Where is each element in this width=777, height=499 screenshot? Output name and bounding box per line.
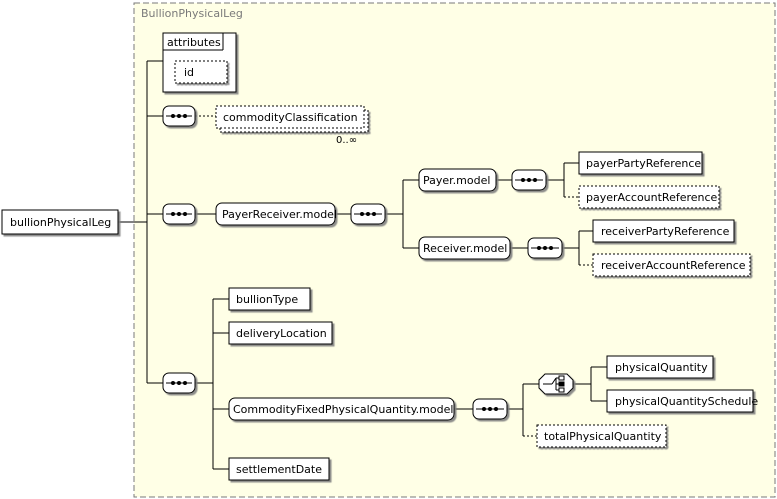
bullion-type-node[interactable]: bullionType	[228, 287, 311, 311]
commodity-fixed-physical-quantity-model-node[interactable]: CommodityFixedPhysicalQuantity.model	[228, 397, 455, 421]
receiver-party-reference-label: receiverPartyReference	[601, 225, 730, 238]
settlement-date-node[interactable]: settlementDate	[228, 457, 330, 481]
delivery-location-node[interactable]: deliveryLocation	[228, 321, 333, 345]
attribute-id-label: id	[184, 66, 194, 79]
physical-quantity-label: physicalQuantity	[615, 361, 708, 374]
payer-receiver-model-label: PayerReceiver.model	[222, 208, 337, 221]
choice-compositor[interactable]	[538, 373, 574, 395]
root-element-node[interactable]: bullionPhysicalLeg	[1, 209, 119, 235]
payer-party-reference-label: payerPartyReference	[586, 157, 701, 170]
physical-quantity-schedule-node[interactable]: physicalQuantitySchedule	[606, 389, 758, 413]
attributes-header: attributes	[167, 36, 221, 49]
commodity-classification-label: commodityClassification	[223, 111, 358, 124]
commodity-classification-cardinality: 0..∞	[336, 135, 357, 146]
sequence-compositor-2[interactable]	[162, 203, 196, 225]
receiver-model-label: Receiver.model	[423, 242, 507, 255]
connector-lines	[118, 60, 607, 470]
physical-quantity-node[interactable]: physicalQuantity	[606, 355, 714, 379]
sequence-compositor-3[interactable]	[162, 372, 196, 394]
sequence-compositor-payer-receiver[interactable]	[350, 203, 386, 225]
physical-quantity-schedule-label: physicalQuantitySchedule	[615, 395, 758, 408]
receiver-party-reference-node[interactable]: receiverPartyReference	[592, 219, 735, 243]
commodity-classification-node[interactable]: commodityClassification	[215, 105, 369, 133]
receiver-model-node[interactable]: Receiver.model	[418, 236, 511, 260]
payer-receiver-model-node[interactable]: PayerReceiver.model	[215, 202, 337, 226]
complex-type-label: BullionPhysicalLeg	[141, 7, 243, 20]
payer-party-reference-node[interactable]: payerPartyReference	[578, 151, 703, 175]
total-physical-quantity-node[interactable]: totalPhysicalQuantity	[536, 424, 667, 448]
sequence-compositor-quantity[interactable]	[472, 398, 508, 420]
receiver-account-reference-node[interactable]: receiverAccountReference	[592, 253, 751, 277]
payer-model-label: Payer.model	[423, 174, 490, 187]
sequence-compositor-receiver[interactable]	[527, 237, 563, 259]
total-physical-quantity-label: totalPhysicalQuantity	[544, 430, 662, 443]
sequence-compositor-payer[interactable]	[511, 169, 547, 191]
delivery-location-label: deliveryLocation	[236, 327, 327, 340]
payer-account-reference-node[interactable]: payerAccountReference	[578, 185, 720, 209]
payer-model-node[interactable]: Payer.model	[418, 168, 497, 192]
commodity-fixed-physical-quantity-model-label: CommodityFixedPhysicalQuantity.model	[233, 403, 453, 416]
sequence-compositor-1[interactable]	[162, 105, 196, 127]
payer-account-reference-label: payerAccountReference	[586, 191, 718, 204]
bullion-type-label: bullionType	[236, 293, 298, 306]
root-element-label: bullionPhysicalLeg	[10, 216, 111, 229]
settlement-date-label: settlementDate	[236, 463, 322, 476]
attribute-id-node[interactable]: id	[174, 60, 228, 84]
attributes-group: attributes id	[162, 32, 237, 93]
receiver-account-reference-label: receiverAccountReference	[601, 259, 746, 272]
